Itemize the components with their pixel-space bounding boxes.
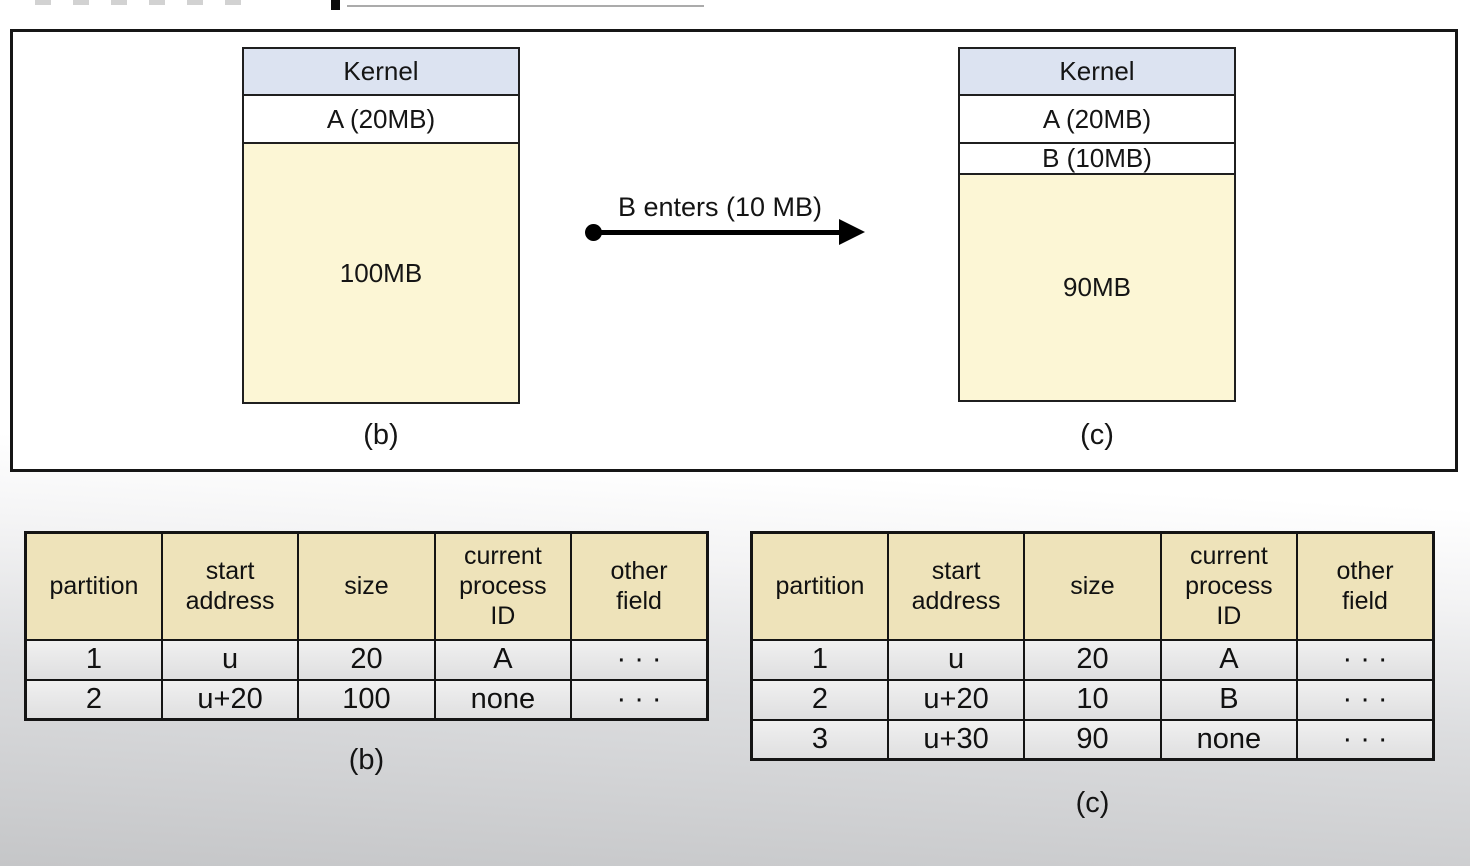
cell-size: 20 — [1023, 638, 1162, 681]
column-header-start-address: start address — [886, 531, 1026, 641]
memory-block-label: B (10MB) — [1042, 143, 1152, 173]
table-caption-b: (b) — [348, 744, 385, 776]
memory-block-kernel: Kernel — [960, 49, 1234, 96]
cell-partition: 1 — [24, 638, 163, 681]
cell-current-process-id: A — [1159, 638, 1299, 681]
partition-table-b: partition start address size current pro… — [24, 531, 709, 721]
cell-start-address: u — [160, 638, 300, 681]
cell-partition: 2 — [24, 678, 163, 721]
memory-block-kernel: Kernel — [244, 49, 518, 96]
arrow-label: B enters (10 MB) — [617, 192, 823, 222]
column-header-partition: partition — [24, 531, 163, 641]
cell-current-process-id: none — [433, 678, 573, 721]
memory-block-process-a: A (20MB) — [244, 96, 518, 144]
memory-block-label: 100MB — [339, 257, 423, 288]
cell-other-field: · · · — [1296, 678, 1435, 721]
column-header-size: size — [297, 531, 436, 641]
table-header-row: partition start address size current pro… — [750, 531, 1435, 641]
cell-partition: 2 — [750, 678, 889, 721]
table-row: 1 u 20 A · · · — [750, 638, 1435, 681]
memory-block-free-space: 100MB — [244, 144, 518, 402]
memory-block-process-a: A (20MB) — [960, 96, 1234, 144]
memory-block-free-space: 90MB — [960, 175, 1234, 400]
cell-other-field: · · · — [570, 638, 709, 681]
table-row: 2 u+20 100 none · · · — [24, 678, 709, 721]
column-header-start-address: start address — [160, 531, 300, 641]
memory-block-process-b: B (10MB) — [960, 143, 1234, 175]
table-row: 3 u+30 90 none · · · — [750, 718, 1435, 761]
memory-block-label: A (20MB) — [326, 103, 436, 134]
cropped-title-underline — [347, 5, 704, 7]
table-header-row: partition start address size current pro… — [24, 531, 709, 641]
cell-size: 20 — [297, 638, 436, 681]
cell-current-process-id: none — [1159, 718, 1299, 761]
partition-table-c: partition start address size current pro… — [750, 531, 1435, 761]
cell-other-field: · · · — [1296, 718, 1435, 761]
cell-size: 100 — [297, 678, 436, 721]
arrow-shaft — [593, 230, 843, 235]
memory-block-label: 90MB — [1063, 272, 1131, 302]
cropped-title-descender — [331, 0, 340, 10]
memory-map-b: Kernel A (20MB) 100MB — [242, 47, 520, 404]
table-row: 1 u 20 A · · · — [24, 638, 709, 681]
column-header-other-field: other field — [1296, 531, 1435, 641]
cell-other-field: · · · — [570, 678, 709, 721]
memory-diagram-panel — [10, 29, 1458, 472]
cell-other-field: · · · — [1296, 638, 1435, 681]
memory-block-label: A (20MB) — [1042, 103, 1152, 134]
column-header-current-process-id: current process ID — [1159, 531, 1299, 641]
cell-start-address: u+20 — [160, 678, 300, 721]
column-header-other-field: other field — [570, 531, 709, 641]
cell-start-address: u+20 — [886, 678, 1026, 721]
memory-map-c: Kernel A (20MB) B (10MB) 90MB — [958, 47, 1236, 402]
cell-size: 90 — [1023, 718, 1162, 761]
cell-size: 10 — [1023, 678, 1162, 721]
column-header-partition: partition — [750, 531, 889, 641]
cell-current-process-id: A — [433, 638, 573, 681]
table-row: 2 u+20 10 B · · · — [750, 678, 1435, 721]
diagram-caption-b: (b) — [363, 419, 399, 451]
diagram-caption-c: (c) — [1080, 419, 1114, 451]
cell-current-process-id: B — [1159, 678, 1299, 721]
column-header-current-process-id: current process ID — [433, 531, 573, 641]
cell-partition: 1 — [750, 638, 889, 681]
cropped-title-fragment — [35, 0, 250, 5]
column-header-size: size — [1023, 531, 1162, 641]
cell-start-address: u — [886, 638, 1026, 681]
memory-block-label: Kernel — [343, 56, 419, 86]
cell-start-address: u+30 — [886, 718, 1026, 761]
table-caption-c: (c) — [1075, 787, 1110, 819]
cell-partition: 3 — [750, 718, 889, 761]
memory-block-label: Kernel — [1059, 56, 1135, 86]
arrow-head-icon — [839, 219, 865, 245]
